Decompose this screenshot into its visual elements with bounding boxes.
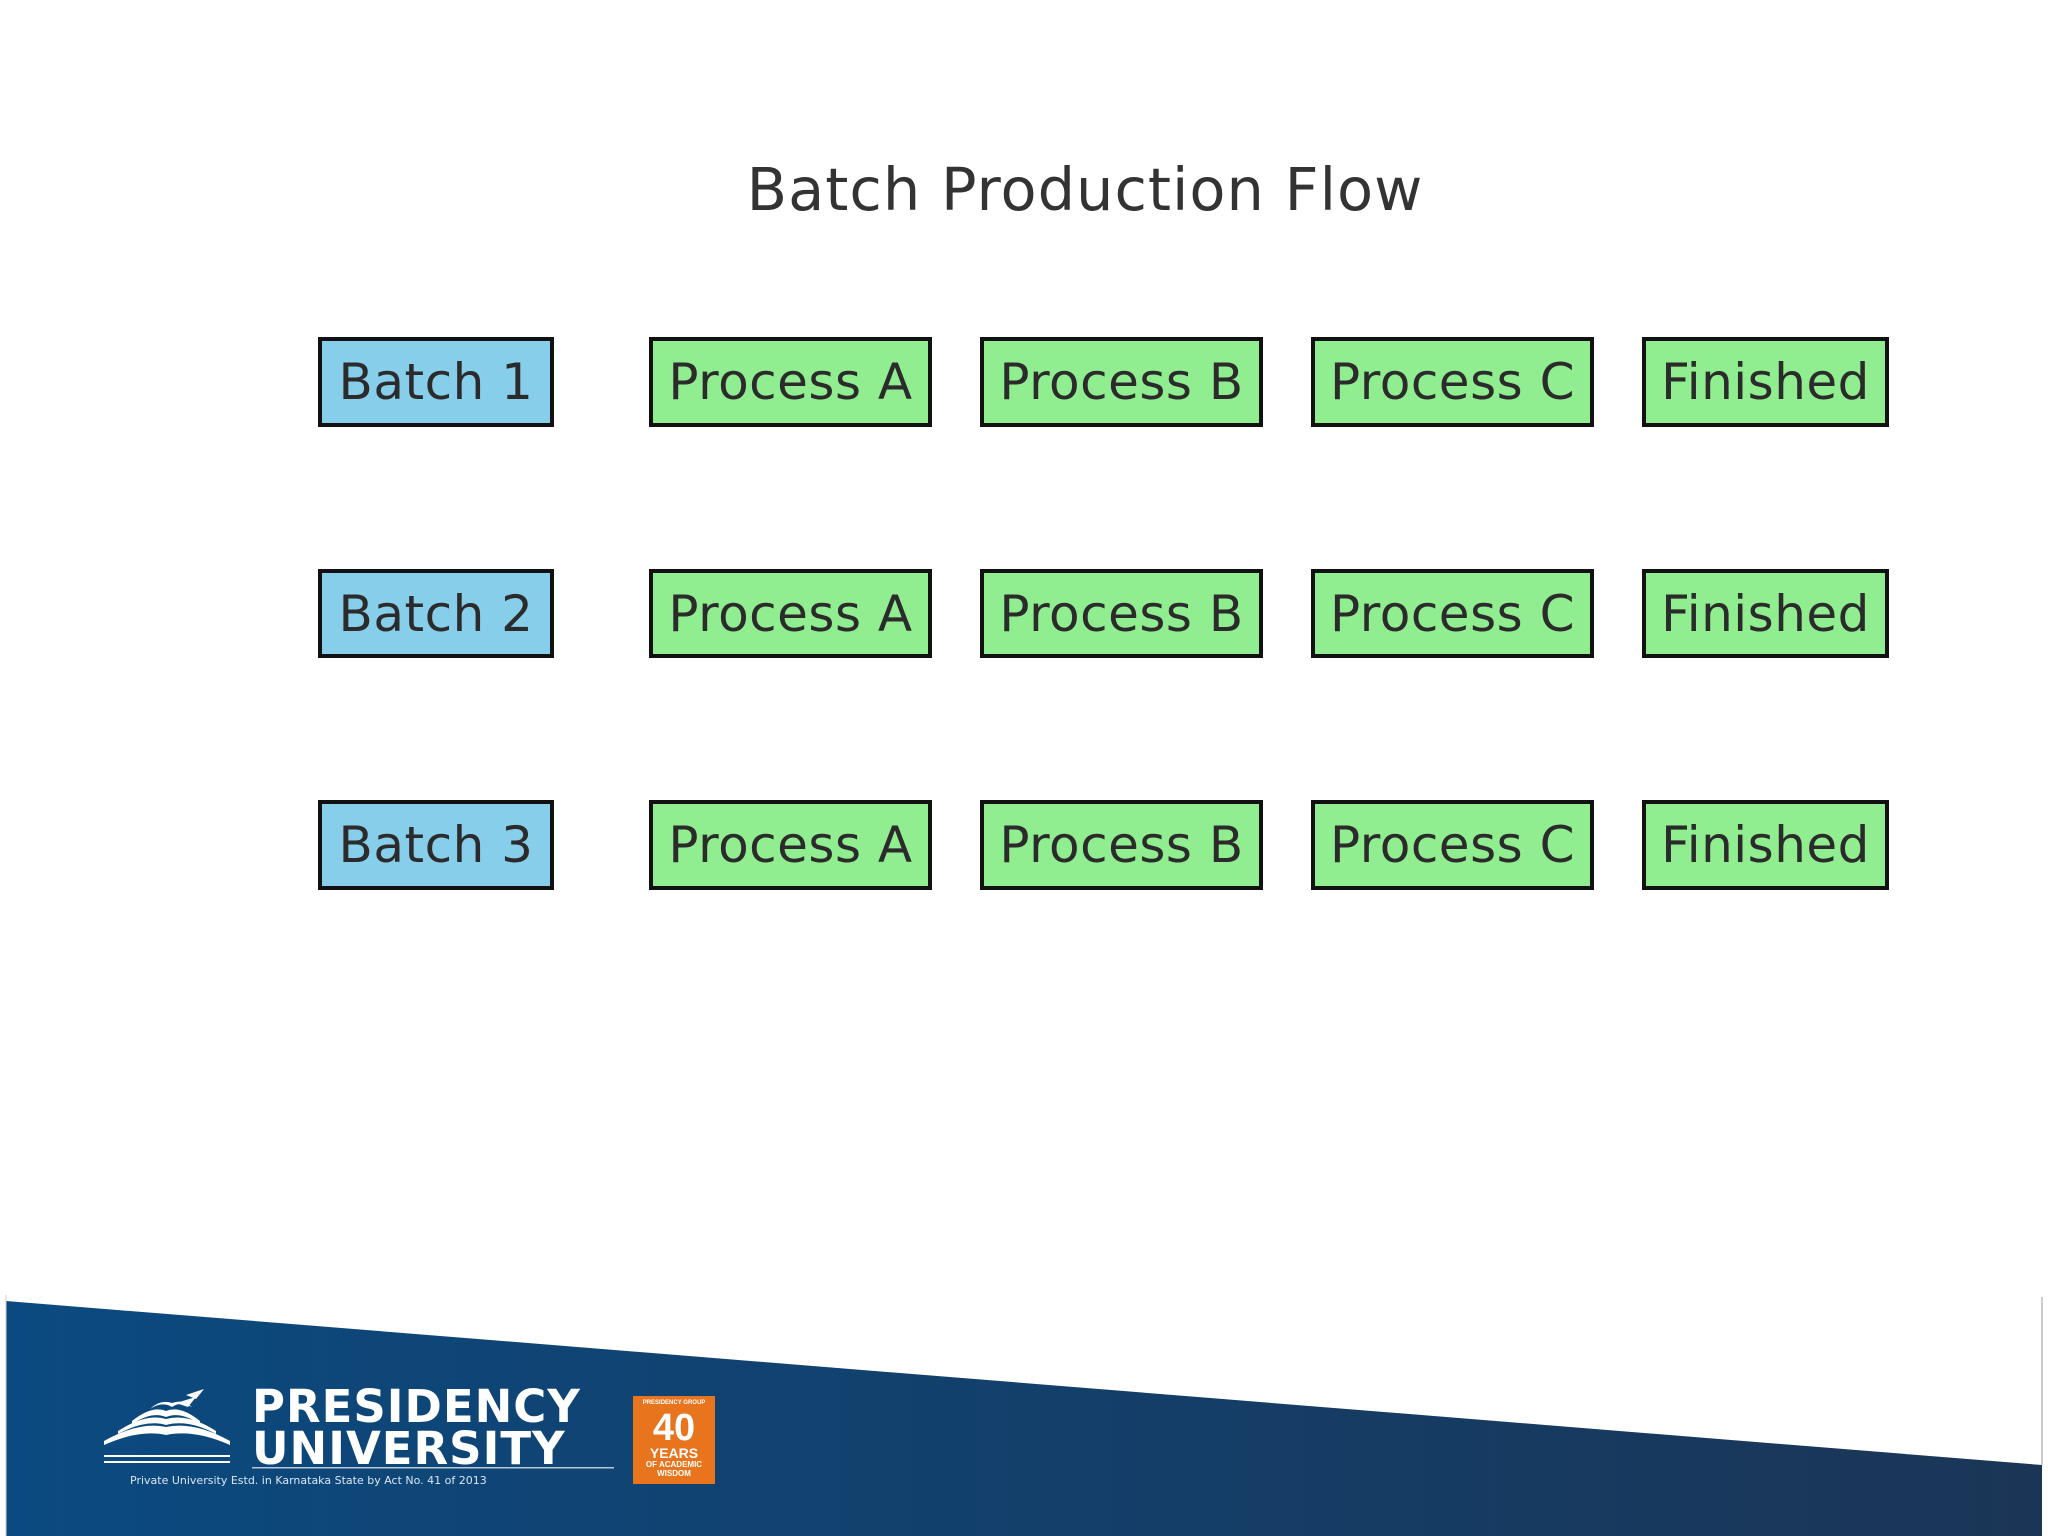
batch-label: Batch 1 [338,353,534,411]
logo-line-2: UNIVERSITY [252,1422,566,1475]
process-box: Process A [649,569,932,658]
finished-box: Finished [1642,569,1889,658]
finished-label: Finished [1661,816,1870,874]
badge-number: 40 [652,1407,696,1449]
process-label: Process B [999,816,1244,874]
process-label: Process A [668,816,913,874]
process-box: Process C [1311,337,1594,427]
process-box: Process B [980,800,1263,890]
university-logo: PRESIDENCY UNIVERSITY [252,1380,581,1475]
university-emblem-icon [104,1389,230,1445]
process-box: Process C [1311,569,1594,658]
university-tagline: Private University Estd. in Karnataka St… [130,1474,487,1487]
process-label: Process C [1330,353,1575,411]
logo-line-1: PRESIDENCY [252,1380,581,1433]
process-box: Process A [649,800,932,890]
batch-label: Batch 3 [338,816,534,874]
finished-box: Finished [1642,337,1889,427]
process-label: Process A [668,584,913,643]
process-box: Process C [1311,800,1594,890]
process-box: Process A [649,337,932,427]
batch-box: Batch 3 [318,800,554,890]
finished-label: Finished [1661,584,1870,643]
batch-box: Batch 1 [318,337,554,427]
process-label: Process A [668,353,913,411]
badge-word: YEARS [649,1445,699,1461]
footer-band [0,1295,2048,1536]
footer-background [5,1295,2043,1536]
process-box: Process B [980,337,1263,427]
badge-top: PRESIDENCY GROUP [642,1400,706,1406]
process-label: Process C [1330,584,1575,643]
finished-label: Finished [1661,353,1870,411]
process-label: Process B [999,353,1244,411]
diagram-title: Batch Production Flow [746,155,1424,224]
process-label: Process B [999,584,1244,643]
process-label: Process C [1330,816,1575,874]
batch-label: Batch 2 [338,584,534,643]
finished-box: Finished [1642,800,1889,890]
process-box: Process B [980,569,1263,658]
batch-box: Batch 2 [318,569,554,658]
anniversary-badge: PRESIDENCY GROUP 40 YEARS OF ACADEMIC WI… [633,1396,715,1484]
badge-bottom: OF ACADEMIC WISDOM [645,1460,703,1478]
